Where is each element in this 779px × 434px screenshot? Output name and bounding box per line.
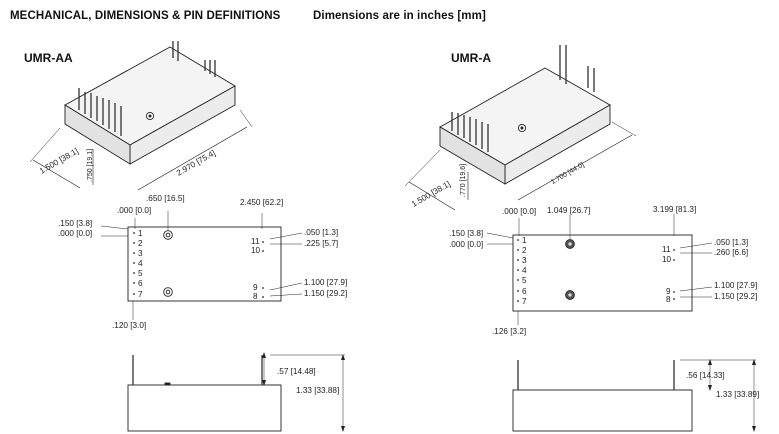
left-model-label: UMR-AA	[24, 51, 73, 65]
page-subtitle: Dimensions are in inches [mm]	[313, 10, 486, 22]
right-y-right-d: 1.150 [29.2]	[714, 292, 758, 301]
left-x0: .000 [0.0]	[117, 206, 152, 215]
left-pin-1: 1	[138, 229, 143, 238]
umr-aa-top-view	[100, 211, 303, 320]
umr-aa-isometric-view	[29, 41, 253, 191]
right-pin-5: 5	[522, 276, 527, 285]
left-pin-2: 2	[138, 239, 143, 248]
right-y-right-c: 1.100 [27.9]	[714, 281, 758, 290]
left-side-total-height: 1.33 [33.88]	[296, 386, 340, 395]
left-pin-7: 7	[138, 290, 143, 299]
right-pin-7: 7	[522, 297, 527, 306]
right-pin-2: 2	[522, 246, 527, 255]
right-model-label: UMR-A	[451, 51, 491, 65]
left-x2: 2.450 [62.2]	[240, 198, 284, 207]
right-x2: 3.199 [81.3]	[653, 205, 697, 214]
right-pin-11: 11	[662, 245, 671, 254]
left-pin-9: 9	[253, 283, 258, 292]
umr-aa-side-view	[127, 352, 345, 432]
left-y-right-c: 1.100 [27.9]	[304, 278, 348, 287]
right-pin-3: 3	[522, 256, 527, 265]
right-y-right-b: .260 [6.6]	[714, 248, 749, 257]
left-pin-5: 5	[138, 269, 143, 278]
right-pin-6: 6	[522, 287, 527, 296]
umr-a-side-view	[512, 359, 756, 432]
right-pin-9: 9	[666, 287, 671, 296]
right-pin-4: 4	[522, 266, 527, 275]
right-bottom-x: .126 [3.2]	[492, 327, 527, 336]
right-iso-height: .770 [19.6]	[460, 163, 467, 197]
right-pin-1: 1	[522, 236, 527, 245]
right-pin-8: 8	[666, 295, 671, 304]
page-title: MECHANICAL, DIMENSIONS & PIN DEFINITIONS	[10, 10, 281, 22]
left-pin-4: 4	[138, 259, 143, 268]
right-side-pin-length: .56 [14.33]	[686, 371, 725, 380]
right-pin-10: 10	[662, 255, 672, 264]
left-pin-11: 11	[251, 237, 260, 246]
right-y-right-a: .050 [1.3]	[714, 238, 749, 247]
right-x0: .000 [0.0]	[502, 207, 537, 216]
left-pin-6: 6	[138, 279, 143, 288]
umr-a-top-view	[486, 214, 713, 325]
left-pin-3: 3	[138, 249, 143, 258]
left-y-right-d: 1.150 [29.2]	[304, 289, 348, 298]
right-y-zero: .000 [0.0]	[449, 240, 484, 249]
left-pin-8: 8	[253, 292, 258, 301]
umr-a-isometric-view	[404, 45, 637, 211]
left-y-right-a: .050 [1.3]	[304, 228, 339, 237]
left-y-right-b: .225 [5.7]	[304, 239, 339, 248]
left-y-zero: .000 [0.0]	[58, 229, 93, 238]
left-side-pin-length: .57 [14.48]	[277, 367, 316, 376]
left-x1: .650 [16.5]	[146, 194, 185, 203]
left-y-pin1: .150 [3.8]	[58, 219, 93, 228]
right-x1: 1.049 [26.7]	[547, 206, 591, 215]
right-side-total-height: 1.33 [33.89]	[716, 390, 760, 399]
left-bottom-x: .120 [3.0]	[112, 321, 147, 330]
left-iso-height: .750 [19.1]	[87, 148, 94, 182]
left-pin-10: 10	[251, 246, 261, 255]
right-y-pin1: .150 [3.8]	[449, 229, 484, 238]
